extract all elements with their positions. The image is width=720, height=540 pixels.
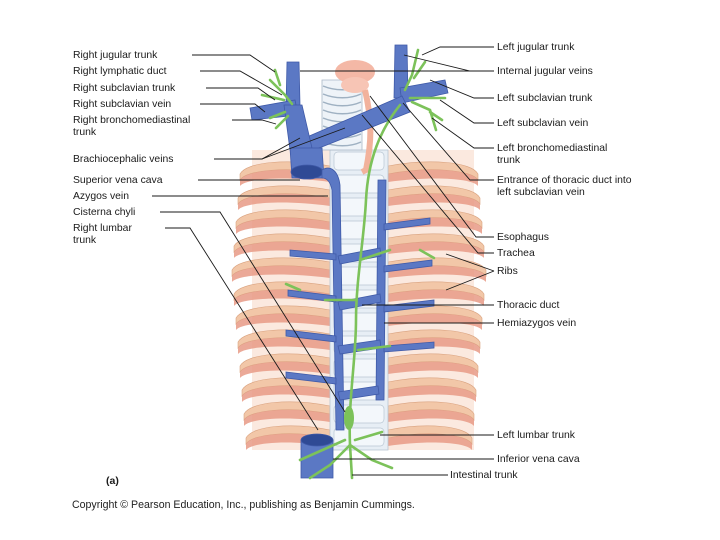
intercostal-muscle-right	[244, 409, 330, 426]
vertebra	[333, 427, 385, 447]
label-intestinal-trunk: Intestinal trunk	[450, 470, 518, 481]
label-cisterna-chyli: Cisterna chyli	[73, 207, 135, 218]
intercostal-muscle-right	[240, 361, 330, 378]
label-right-lymphatic-duct: Right lymphatic duct	[73, 66, 167, 77]
label-right-lumbar-trunk-line2: trunk	[73, 235, 97, 246]
label-ribs: Ribs	[497, 266, 518, 277]
tracheal-ring	[322, 101, 362, 107]
panel-label: (a)	[106, 475, 119, 487]
label-superior-vena-cava: Superior vena cava	[73, 175, 163, 186]
labels-right: Left jugular trunk Internal jugular vein…	[450, 42, 634, 481]
intercostal-muscle-right	[236, 313, 330, 330]
intercostal-muscle-right	[238, 193, 330, 210]
intercostal-muscle-left	[388, 361, 478, 378]
intercostal-muscle-left	[388, 289, 484, 306]
label-right-subclavian-trunk: Right subclavian trunk	[73, 83, 176, 94]
intercostal-muscle-left	[388, 313, 482, 330]
label-entrance-thoracic-duct-line2: left subclavian vein	[497, 187, 585, 198]
label-azygos-vein: Azygos vein	[73, 191, 129, 202]
label-right-lumbar-trunk: Right lumbar trunk	[73, 223, 135, 246]
esophagus-drawing	[360, 89, 374, 175]
intercostal-muscle-left	[388, 265, 486, 282]
label-entrance-thoracic-duct-line1: Entrance of thoracic duct into	[497, 175, 632, 186]
label-right-lumbar-trunk-line1: Right lumbar	[73, 223, 132, 234]
label-left-subclavian-vein: Left subclavian vein	[497, 118, 588, 129]
intercostal-muscle-left	[388, 169, 478, 186]
intercostal-muscle-right	[234, 241, 330, 258]
label-right-subclavian-vein: Right subclavian vein	[73, 99, 171, 110]
venous-system	[249, 44, 449, 479]
tracheal-ring	[322, 109, 362, 115]
label-right-jugular-trunk: Right jugular trunk	[73, 50, 158, 61]
vertebra	[333, 174, 385, 194]
intercostal-muscle-left	[388, 409, 474, 426]
label-brachiocephalic-veins: Brachiocephalic veins	[73, 154, 174, 165]
label-left-bronchomediastinal-trunk-line1: Left bronchomediastinal	[497, 143, 607, 154]
leader-lines	[152, 46, 495, 476]
vertebra	[333, 220, 385, 240]
label-right-bronchomediastinal-trunk: Right bronchomediastinal trunk	[73, 115, 193, 138]
anatomy-illustration	[231, 44, 487, 480]
intercostal-muscle-left	[388, 241, 484, 258]
lymphatic-system	[260, 48, 447, 480]
label-entrance-thoracic-duct: Entrance of thoracic duct into left subc…	[497, 175, 634, 198]
intercostal-muscle-right	[238, 337, 330, 354]
labels-left: Right jugular trunk Right lymphatic duct…	[73, 50, 193, 246]
copyright-notice: Copyright © Pearson Education, Inc., pub…	[72, 499, 415, 511]
cisterna-chyli-drawing	[344, 406, 354, 430]
label-left-bronchomediastinal-trunk: Left bronchomediastinal trunk	[497, 143, 610, 166]
label-left-bronchomediastinal-trunk-line2: trunk	[497, 155, 521, 166]
label-esophagus: Esophagus	[497, 232, 549, 243]
label-left-subclavian-trunk: Left subclavian trunk	[497, 93, 593, 104]
vertebra	[333, 197, 385, 217]
intercostal-muscle-right	[242, 385, 330, 402]
vertebra	[333, 151, 385, 171]
intercostal-muscle-right	[236, 217, 330, 234]
label-left-lumbar-trunk: Left lumbar trunk	[497, 430, 576, 441]
label-internal-jugular-veins: Internal jugular veins	[497, 66, 593, 77]
label-thoracic-duct: Thoracic duct	[497, 300, 559, 311]
thyroid-region	[335, 60, 375, 84]
intercostal-muscle-left	[388, 433, 472, 450]
larynx-region	[341, 77, 369, 93]
label-right-bronchomediastinal-trunk-line1: Right bronchomediastinal	[73, 115, 190, 126]
intercostal-muscle-left	[388, 385, 476, 402]
label-right-bronchomediastinal-trunk-line2: trunk	[73, 127, 97, 138]
intercostal-muscle-left	[388, 193, 480, 210]
label-inferior-vena-cava: Inferior vena cava	[497, 454, 580, 465]
label-hemiazygos-vein: Hemiazygos vein	[497, 318, 576, 329]
label-trachea: Trachea	[497, 248, 535, 259]
label-left-jugular-trunk: Left jugular trunk	[497, 42, 575, 53]
tracheal-ring	[322, 93, 362, 99]
